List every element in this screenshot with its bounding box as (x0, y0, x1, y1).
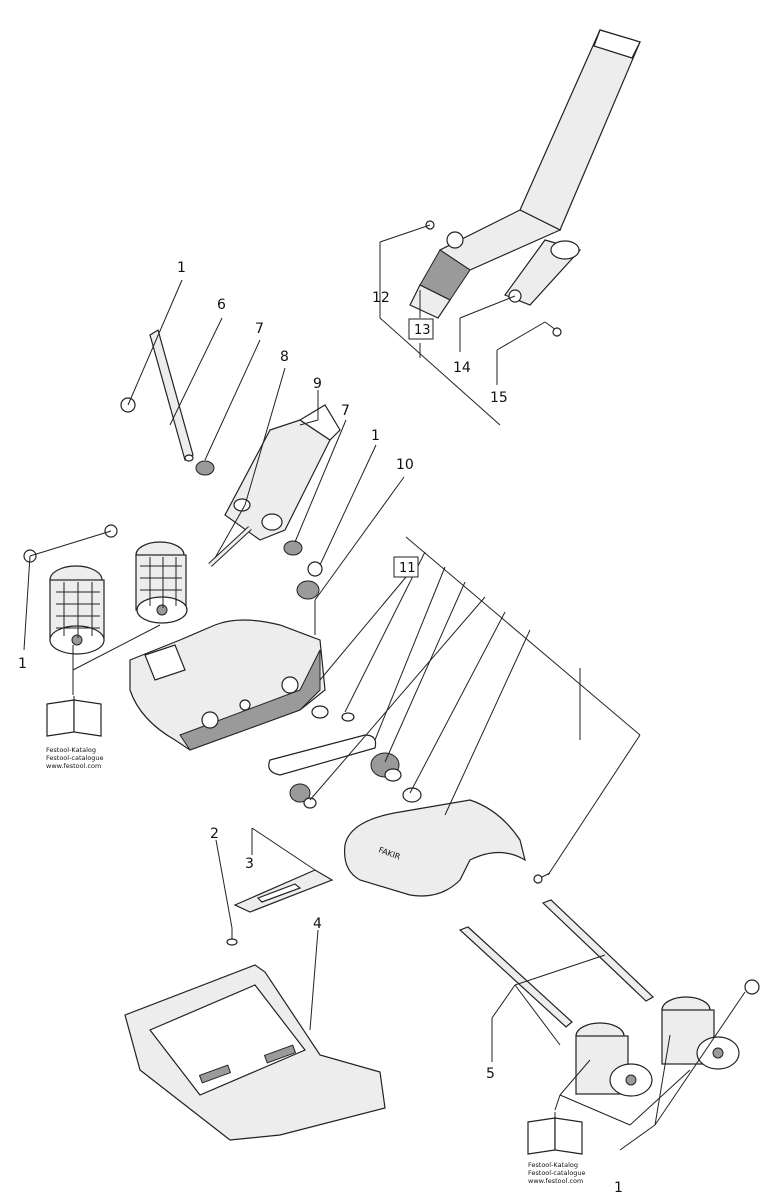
callout-6: 6 (217, 297, 226, 313)
roller-bottom-rear (661, 996, 740, 1070)
callout-9: 9 (313, 376, 322, 392)
callout-13-box: 13 (408, 318, 434, 340)
screw-cover (533, 872, 551, 884)
spring-left (195, 460, 215, 476)
roller-bottom-front (575, 1022, 653, 1097)
callout-11: 11 (399, 561, 416, 576)
shaft-right (541, 899, 654, 1002)
book-icon (46, 696, 102, 737)
shaft-left (458, 926, 573, 1028)
callout-1-bottom: 1 (614, 1180, 623, 1196)
lever-pin (208, 526, 252, 567)
leader-lines (23, 224, 746, 1151)
bottom-frame (124, 964, 386, 1141)
washer-bottom-2 (744, 979, 760, 995)
callout-2: 2 (210, 826, 219, 842)
roller-left-front (49, 565, 105, 655)
callout-1-left: 1 (18, 656, 27, 672)
catalog-line-1: Festool-Katalog (46, 746, 96, 754)
callout-12: 12 (372, 290, 390, 306)
catalog-line-1: Festool-Katalog (528, 1161, 578, 1169)
callout-13: 13 (414, 323, 431, 338)
callout-3: 3 (245, 856, 254, 872)
catalog-line-3: www.festool.com (46, 762, 101, 770)
catalog-line-3: www.festool.com (528, 1177, 583, 1185)
axle-pin (149, 329, 194, 462)
clip-washer (341, 712, 355, 722)
callout-1-top: 1 (177, 260, 186, 276)
upper-housing (129, 619, 326, 751)
book-icon (527, 1112, 583, 1155)
screw-2 (226, 928, 238, 946)
callout-4: 4 (313, 916, 322, 932)
pulley-small (289, 783, 317, 809)
pulley-large (370, 752, 402, 782)
callout-7-left: 7 (255, 321, 264, 337)
callout-1-mid: 1 (371, 428, 380, 444)
screw-15 (544, 321, 562, 337)
callout-8: 8 (280, 349, 289, 365)
callout-15: 15 (490, 390, 508, 406)
callout-14: 14 (453, 360, 471, 376)
spring-right (283, 540, 303, 556)
callout-numbers: 1 6 7 8 9 7 1 10 1 12 14 15 2 3 4 5 1 (18, 260, 623, 1196)
cover-housing: FAKIR (343, 799, 526, 897)
drive-belt (268, 734, 377, 776)
catalog-line-2: Festool-catalogue (46, 754, 104, 762)
handle-tube (409, 29, 641, 319)
lever-plate (224, 404, 341, 541)
roller-left-rear (135, 541, 188, 624)
callout-7-right: 7 (341, 403, 350, 419)
adjust-knob (296, 580, 320, 635)
base-plate (233, 869, 334, 913)
callout-5: 5 (486, 1066, 495, 1082)
callout-10: 10 (396, 457, 414, 473)
bearing (402, 787, 422, 803)
bearing-ring (311, 705, 329, 719)
washer-mid (307, 561, 323, 577)
callout-11-box: 11 (393, 556, 419, 578)
catalog-line-2: Festool-catalogue (528, 1169, 586, 1177)
handle-bracket (504, 239, 582, 306)
